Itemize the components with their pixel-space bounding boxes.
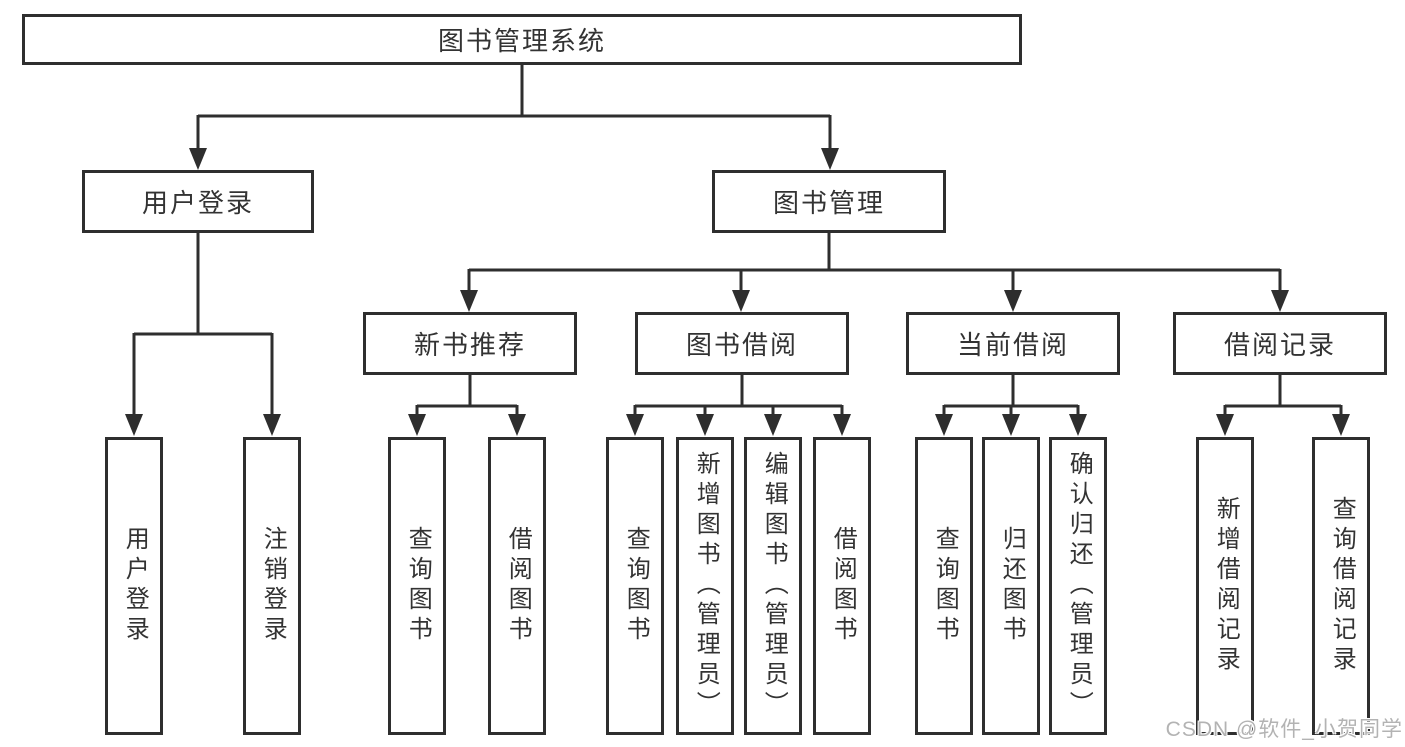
node-label: 用户登录 <box>141 188 254 218</box>
leaf-query-books-current: 查询图书 <box>915 437 973 735</box>
edge-user-login-to-leaves <box>125 232 281 436</box>
leaf-confirm-return-admin: 确认归还（管理员） <box>1049 437 1107 735</box>
leaf-label: 查询图书 <box>931 526 959 646</box>
node-current-borrowing: 当前借阅 <box>906 312 1120 375</box>
leaf-label: 借阅图书 <box>829 526 857 646</box>
leaf-logout: 注销登录 <box>243 437 301 735</box>
edge-root-to-level2 <box>189 64 839 170</box>
leaf-label: 借阅图书 <box>504 526 532 646</box>
node-new-book-recommendation: 新书推荐 <box>363 312 577 375</box>
node-book-management: 图书管理 <box>712 170 946 233</box>
edge-new-book-recommendation-to-leaves <box>408 374 526 436</box>
leaf-label: 新增借阅记录 <box>1212 496 1240 676</box>
edge-book-management-to-level3 <box>460 232 1289 312</box>
node-label: 借阅记录 <box>1223 330 1336 360</box>
node-label: 图书管理 <box>772 188 885 218</box>
edge-current-borrowing-to-leaves <box>935 374 1087 436</box>
leaf-label: 新增图书（管理员） <box>692 451 720 721</box>
node-borrowing-records: 借阅记录 <box>1173 312 1387 375</box>
leaf-label: 查询借阅记录 <box>1328 496 1356 676</box>
leaf-label: 编辑图书（管理员） <box>760 451 788 721</box>
node-user-login: 用户登录 <box>82 170 314 233</box>
node-label: 当前借阅 <box>956 330 1069 360</box>
leaf-user-login: 用户登录 <box>105 437 163 735</box>
edge-book-borrowing-to-leaves <box>626 374 851 436</box>
leaf-label: 确认归还（管理员） <box>1065 451 1093 721</box>
leaf-borrow-books: 借阅图书 <box>813 437 871 735</box>
leaf-add-books-admin: 新增图书（管理员） <box>676 437 734 735</box>
leaf-query-books-borrow: 查询图书 <box>606 437 664 735</box>
leaf-return-books: 归还图书 <box>982 437 1040 735</box>
leaf-label: 查询图书 <box>404 526 432 646</box>
csdn-watermark: CSDN @软件_小贺同学 <box>1165 718 1403 741</box>
node-label: 图书借阅 <box>685 330 798 360</box>
leaf-label: 用户登录 <box>121 526 149 646</box>
leaf-query-borrowing-record: 查询借阅记录 <box>1312 437 1370 735</box>
leaf-edit-books-admin: 编辑图书（管理员） <box>744 437 802 735</box>
node-label: 新书推荐 <box>413 330 526 360</box>
node-book-borrowing: 图书借阅 <box>635 312 849 375</box>
leaf-label: 归还图书 <box>998 526 1026 646</box>
leaf-label: 查询图书 <box>622 526 650 646</box>
leaf-query-books-recommend: 查询图书 <box>388 437 446 735</box>
leaf-add-borrowing-record: 新增借阅记录 <box>1196 437 1254 735</box>
node-label: 图书管理系统 <box>437 26 606 56</box>
leaf-label: 注销登录 <box>259 526 287 646</box>
leaf-borrow-books-recommend: 借阅图书 <box>488 437 546 735</box>
node-root-library-management-system: 图书管理系统 <box>22 14 1022 65</box>
edge-borrowing-records-to-leaves <box>1216 374 1350 436</box>
